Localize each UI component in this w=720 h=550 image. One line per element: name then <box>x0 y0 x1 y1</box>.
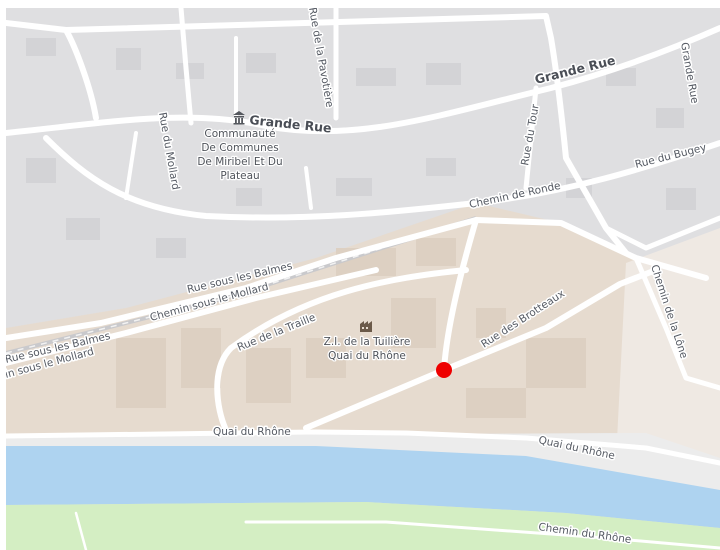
park-area <box>6 502 720 550</box>
road-label-quai-du-rhone-west: Quai du Rhône <box>213 426 291 438</box>
map-view[interactable]: Grande Rue Grande Rue Grande Rue Rue de … <box>6 8 720 550</box>
poi-communaute-line-4: Plateau <box>220 170 259 182</box>
poi-communaute-line-2: De Communes <box>201 142 278 154</box>
industrial-buildings <box>116 238 586 418</box>
poi-zi-line-1: Z.I. de la Tuilière <box>324 336 411 348</box>
poi-zi-line-2: Quai du Rhône <box>328 350 406 362</box>
rhone-river <box>6 446 720 528</box>
road-network <box>6 8 720 550</box>
poi-zi-tuiliere[interactable]: Z.I. de la Tuilière Quai du Rhône <box>322 321 412 363</box>
poi-communaute-line-3: De Miribel Et Du <box>197 156 282 168</box>
factory-icon <box>360 321 372 332</box>
red-location-marker[interactable] <box>436 362 452 378</box>
poi-communaute[interactable]: Communauté De Communes De Miribel Et Du … <box>196 111 284 183</box>
map-canvas[interactable]: Grande Rue Grande Rue Grande Rue Rue de … <box>6 8 720 550</box>
open-land-east <box>616 228 720 490</box>
buildings <box>26 38 696 258</box>
poi-communaute-line-1: Communauté <box>204 128 275 140</box>
town-hall-icon <box>233 111 245 125</box>
